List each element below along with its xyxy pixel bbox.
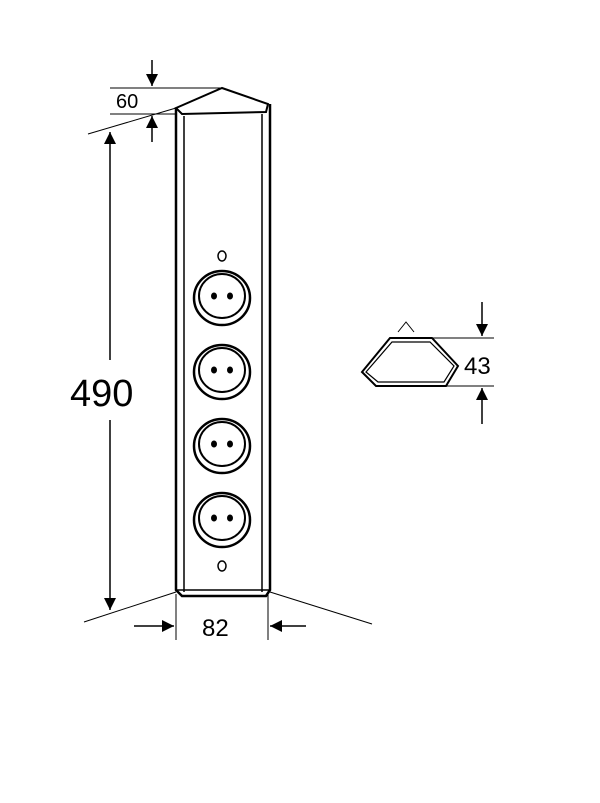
profile-depth-label: 43 [464, 353, 491, 380]
top-depth-label: 60 [116, 91, 138, 113]
profile-apex-mark [397, 321, 415, 333]
dimension-height: 490 [70, 107, 177, 623]
socket-outlet-2 [192, 343, 252, 401]
socket-pin-right-icon [227, 366, 233, 374]
socket-pin-right-icon [227, 440, 233, 448]
column-top-cap [174, 86, 270, 116]
socket-outlet-4 [192, 491, 252, 549]
column-outline [174, 104, 272, 598]
profile-section: 43 [360, 302, 494, 424]
dim-extension-top [87, 107, 177, 135]
socket-face [198, 421, 246, 467]
height-label: 490 [70, 373, 133, 415]
socket-face [198, 273, 246, 319]
screw-top-icon [217, 250, 227, 262]
socket-pin-left-icon [211, 514, 217, 522]
socket-face [198, 495, 246, 541]
width-diagonal-right [269, 591, 373, 625]
socket-outlet-1 [192, 269, 252, 327]
socket-pin-right-icon [227, 514, 233, 522]
dimension-width: 82 [134, 591, 373, 642]
width-label: 82 [202, 615, 229, 642]
socket-group [192, 269, 252, 549]
dimension-top-depth: 60 [110, 60, 224, 142]
profile-outline [360, 337, 460, 387]
outlet-column [174, 86, 272, 598]
dim-extension-bottom [83, 591, 177, 623]
socket-pin-left-icon [211, 440, 217, 448]
socket-outlet-3 [192, 417, 252, 475]
socket-pin-left-icon [211, 292, 217, 300]
socket-face [198, 347, 246, 393]
profile-inner-outline [365, 341, 455, 383]
socket-pin-left-icon [211, 366, 217, 374]
socket-pin-right-icon [227, 292, 233, 300]
screw-bottom-icon [217, 560, 227, 572]
